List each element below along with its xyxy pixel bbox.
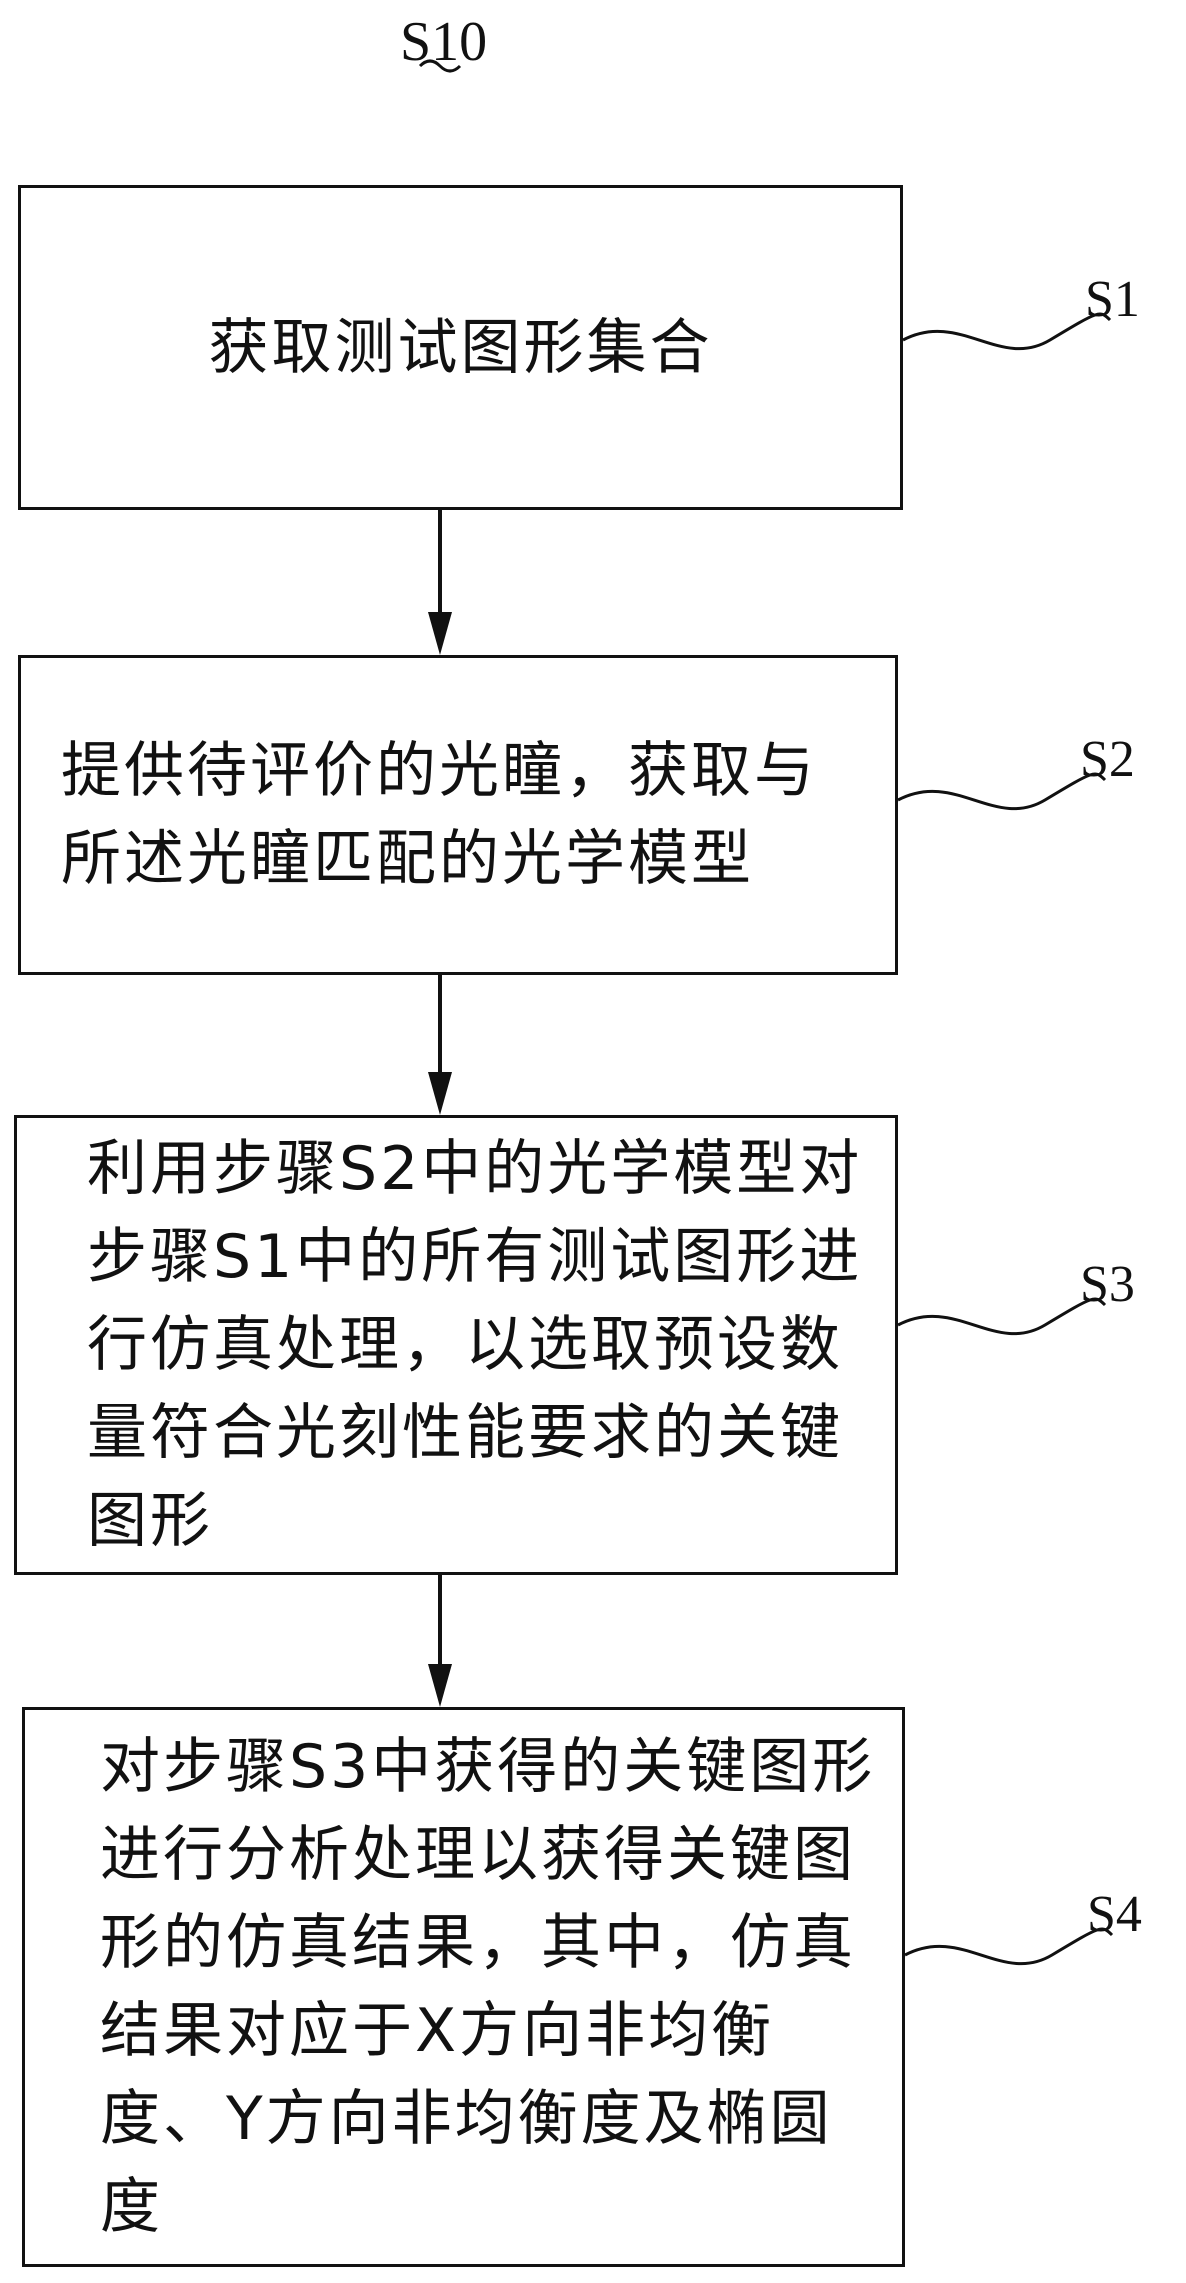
step-s1-text: 获取测试图形集合 (21, 304, 900, 392)
step-s2-line: 所述光瞳匹配的光学模型 (61, 824, 754, 894)
leader-s3 (897, 1297, 1107, 1336)
step-s3-line: 量符合光刻性能要求的关键 (87, 1398, 843, 1468)
step-s4-line: 进行分析处理以获得关键图 (100, 1820, 856, 1890)
step-s4-line: 度 (100, 2172, 163, 2242)
step-label-s4: S4 (1087, 1886, 1142, 1943)
step-s3-text: 利用步骤S2中的光学模型对 步骤S1中的所有测试图形进 行仿真处理，以选取预设数… (17, 1125, 902, 1565)
leader-s4 (904, 1927, 1114, 1966)
arrow-s2-s3 (428, 975, 452, 1115)
arrow-s3-s4 (428, 1575, 452, 1707)
step-s4-line: 结果对应于X方向非均衡 (100, 1996, 775, 2066)
step-s2-text: 提供待评价的光瞳，获取与 所述光瞳匹配的光学模型 (21, 727, 857, 903)
step-s2-line: 提供待评价的光瞳，获取与 (61, 736, 817, 806)
leader-s1 (902, 312, 1112, 351)
step-label-s1: S1 (1085, 271, 1140, 328)
step-label-s2: S2 (1080, 731, 1135, 788)
step-s3-line: 图形 (87, 1486, 213, 1556)
step-box-s4: 对步骤S3中获得的关键图形 进行分析处理以获得关键图 形的仿真结果，其中，仿真 … (22, 1707, 905, 2267)
step-s4-line: 形的仿真结果，其中，仿真 (100, 1908, 856, 1978)
step-s3-line: 行仿真处理，以选取预设数 (87, 1310, 843, 1380)
step-s3-line: 利用步骤S2中的光学模型对 (87, 1134, 863, 1204)
step-s4-line: 对步骤S3中获得的关键图形 (100, 1732, 876, 1802)
step-s3-line: 步骤S1中的所有测试图形进 (87, 1222, 863, 1292)
step-box-s3: 利用步骤S2中的光学模型对 步骤S1中的所有测试图形进 行仿真处理，以选取预设数… (14, 1115, 898, 1575)
step-label-s3: S3 (1080, 1256, 1135, 1313)
leader-s2 (897, 772, 1107, 811)
step-s4-text: 对步骤S3中获得的关键图形 进行分析处理以获得关键图 形的仿真结果，其中，仿真 … (25, 1723, 915, 2251)
figure-label: S10 (400, 11, 488, 73)
step-s4-line: 度、Y方向非均衡度及椭圆 (100, 2084, 833, 2154)
step-s1-line: 获取测试图形集合 (208, 312, 713, 383)
arrow-s1-s2 (428, 510, 452, 655)
step-box-s2: 提供待评价的光瞳，获取与 所述光瞳匹配的光学模型 (18, 655, 898, 975)
step-box-s1: 获取测试图形集合 (18, 185, 903, 510)
